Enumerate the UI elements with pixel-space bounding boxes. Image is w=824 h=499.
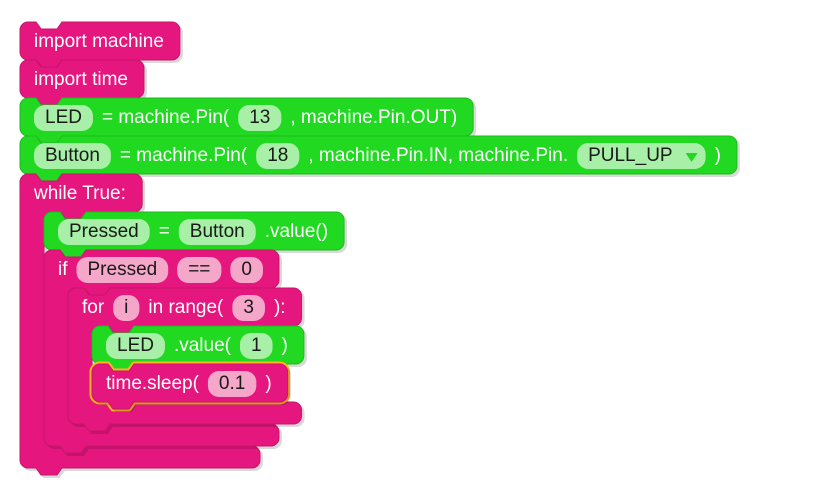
field-value: 13 bbox=[249, 107, 270, 128]
field-value: Button bbox=[190, 221, 245, 242]
editable-field[interactable] bbox=[34, 143, 111, 169]
block-label: ) bbox=[715, 145, 721, 166]
block-body[interactable] bbox=[19, 21, 181, 68]
editable-field[interactable] bbox=[256, 143, 300, 169]
block-label: if bbox=[58, 259, 68, 280]
field-value: LED bbox=[117, 335, 154, 356]
block-label: = machine.Pin( bbox=[102, 107, 230, 128]
field-value: 3 bbox=[243, 297, 254, 318]
editable-field[interactable] bbox=[178, 219, 256, 245]
field-value: == bbox=[188, 259, 210, 280]
block-label: = bbox=[159, 221, 170, 242]
editable-field[interactable] bbox=[230, 257, 263, 283]
editable-field[interactable] bbox=[106, 333, 165, 359]
block-label: import time bbox=[34, 69, 128, 90]
block-pressed-assign[interactable]: Pressed = Button .value() bbox=[43, 211, 345, 258]
block-label: import machine bbox=[34, 31, 164, 52]
block-label: time.sleep( bbox=[106, 373, 200, 394]
block-led-value-1[interactable]: LED .value( 1) bbox=[91, 325, 305, 372]
field-value: Pressed bbox=[69, 221, 139, 242]
field-value: 1 bbox=[251, 335, 262, 356]
block-label: .value( bbox=[174, 335, 232, 356]
field-value: 0.1 bbox=[219, 373, 245, 394]
editable-field[interactable] bbox=[34, 105, 93, 131]
editable-field[interactable] bbox=[76, 257, 169, 283]
block-time-sleep[interactable]: time.sleep( 0.1) bbox=[89, 361, 291, 412]
block-label: ) bbox=[265, 373, 271, 394]
block-button-pin-assign[interactable]: Button = machine.Pin( 18 , machine.Pin.IN, … bbox=[19, 135, 738, 182]
chevron-down-icon[interactable] bbox=[685, 153, 698, 162]
block-label: = machine.Pin( bbox=[120, 145, 248, 166]
block-label: .value() bbox=[265, 221, 328, 242]
editable-field[interactable] bbox=[113, 295, 140, 321]
block-label: ): bbox=[274, 297, 286, 318]
field-value: i bbox=[124, 297, 128, 318]
block-import-machine[interactable]: import machine bbox=[19, 21, 181, 68]
block-label: ) bbox=[282, 335, 288, 356]
block-label: in range( bbox=[148, 297, 224, 318]
field-value: LED bbox=[45, 107, 82, 128]
block-body[interactable] bbox=[19, 135, 738, 182]
editable-field[interactable] bbox=[239, 333, 273, 359]
block-label: while True: bbox=[33, 183, 126, 204]
block-label: for bbox=[82, 297, 105, 318]
editable-field[interactable] bbox=[238, 105, 282, 131]
block-led-pin-assign[interactable]: LED = machine.Pin( 13 , machine.Pin.OUT) bbox=[19, 97, 474, 144]
field-value: Button bbox=[45, 145, 100, 166]
field-value: PULL_UP bbox=[588, 145, 673, 166]
block-import-time[interactable]: import time bbox=[19, 59, 145, 106]
block-if-pressed-eq-0[interactable]: if Pressed == 0 bbox=[43, 249, 280, 454]
editable-field[interactable] bbox=[207, 371, 257, 397]
editable-field[interactable] bbox=[58, 219, 150, 245]
field-value: 0 bbox=[241, 259, 252, 280]
block-label: , machine.Pin.OUT) bbox=[290, 107, 457, 128]
block-label: , machine.Pin.IN, machine.Pin. bbox=[308, 145, 568, 166]
dropdown-field[interactable] bbox=[577, 143, 706, 169]
field-value: 18 bbox=[267, 145, 288, 166]
editable-field[interactable] bbox=[177, 257, 222, 283]
editable-field[interactable] bbox=[232, 295, 265, 321]
field-value: Pressed bbox=[88, 259, 158, 280]
